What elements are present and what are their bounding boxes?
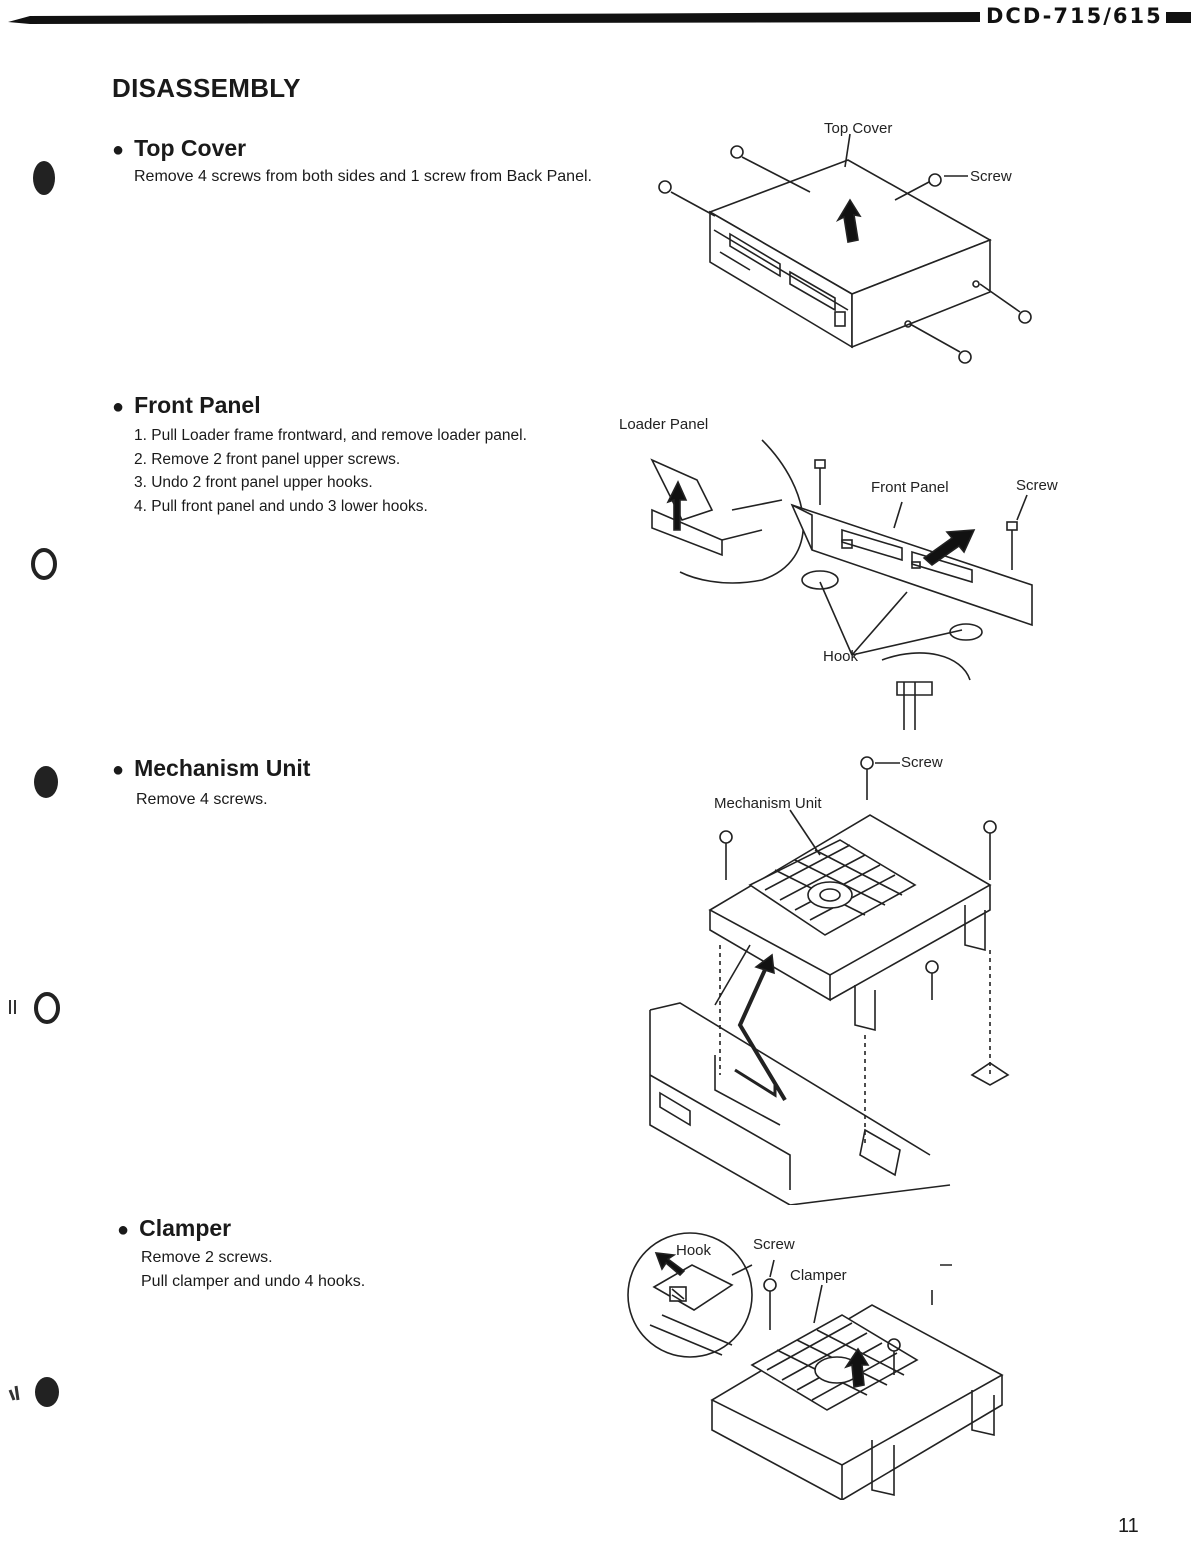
- bullet-icon: ●: [117, 1219, 130, 1241]
- clamper-instructions-line-2: Pull clamper and undo 4 hooks.: [141, 1273, 366, 1290]
- header-bar: DCD-715/615: [0, 0, 1191, 40]
- section-title-text: Mechanism Unit: [134, 755, 311, 781]
- label-top-cover: Top Cover: [824, 120, 893, 137]
- step-item: 2. Remove 2 front panel upper screws.: [134, 450, 401, 468]
- label-mechanism-unit: Mechanism Unit: [714, 795, 822, 812]
- label-clamper: Clamper: [790, 1267, 847, 1284]
- step-item: 4. Pull front panel and undo 3 lower hoo…: [134, 497, 428, 515]
- model-number: DCD-715/615: [986, 4, 1163, 28]
- section-title-front-panel: ● Front Panel: [112, 392, 261, 419]
- label-screw: Screw: [1016, 477, 1058, 494]
- mechanism-unit-illustration: [649, 756, 1010, 1205]
- label-front-panel: Front Panel: [871, 479, 949, 496]
- step-item: 3. Undo 2 front panel upper hooks.: [134, 474, 373, 491]
- section-title-top-cover: ● Top Cover: [112, 135, 246, 162]
- front-panel-steps: 1. Pull Loader frame frontward, and remo…: [134, 424, 594, 518]
- top-cover-figure: Top Cover Screw: [640, 112, 1060, 382]
- label-loader-panel: Loader Panel: [619, 416, 709, 433]
- label-screw: Screw: [753, 1236, 795, 1253]
- label-screw: Screw: [970, 168, 1012, 185]
- section-title-clamper: ● Clamper: [117, 1215, 231, 1242]
- clamper-figure: Hook Screw Clamper: [622, 1225, 1022, 1500]
- section-title-mechanism-unit: ● Mechanism Unit: [112, 755, 310, 782]
- cd-player-top-cover-illustration: [658, 133, 1032, 364]
- bullet-icon: ●: [112, 396, 125, 418]
- clamper-illustration: [627, 1232, 1004, 1500]
- bullet-icon: ●: [112, 139, 125, 161]
- section-title-text: Top Cover: [134, 135, 247, 161]
- bullet-icon: ●: [112, 759, 125, 781]
- header-rule: [8, 12, 1191, 24]
- step-item: 1. Pull Loader frame frontward, and remo…: [134, 427, 527, 444]
- binder-punch-marks: [8, 161, 60, 1407]
- label-screw: Screw: [901, 754, 943, 771]
- section-title-text: Clamper: [139, 1215, 232, 1241]
- label-hook: Hook: [676, 1242, 712, 1259]
- page-number: 11: [1118, 1515, 1139, 1537]
- clamper-instructions-line-1: Remove 2 screws.: [141, 1249, 273, 1266]
- label-hook: Hook: [823, 648, 859, 665]
- page-title: DISASSEMBLY: [112, 73, 301, 103]
- top-cover-instructions: Remove 4 screws from both sides and 1 sc…: [134, 168, 592, 185]
- mechanism-unit-figure: Screw Mechanism Unit: [640, 745, 1050, 1205]
- section-title-text: Front Panel: [134, 392, 261, 418]
- mechanism-unit-instructions: Remove 4 screws.: [136, 791, 268, 808]
- front-panel-illustration: [650, 439, 1033, 730]
- front-panel-figure: Loader Panel Front Panel Screw Hook: [612, 410, 1072, 740]
